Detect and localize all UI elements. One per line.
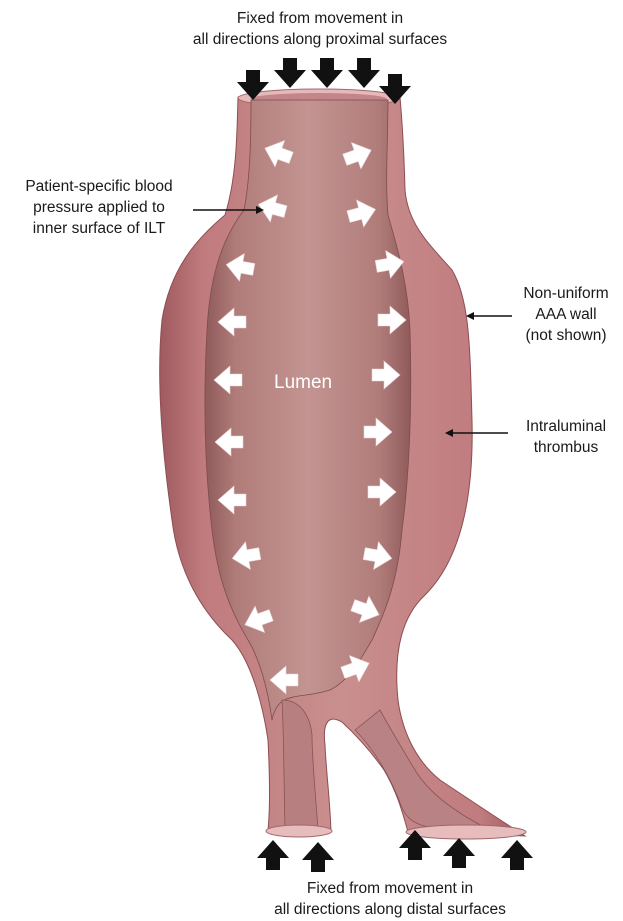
distal-label-line1: Fixed from movement in — [200, 878, 580, 899]
wall-label-line2: AAA wall — [510, 304, 622, 325]
up-arrow-icon — [501, 840, 533, 870]
thrombus-label-line2: thrombus — [510, 437, 622, 458]
thrombus-label: Intraluminal thrombus — [510, 416, 622, 458]
thrombus-label-line1: Intraluminal — [510, 416, 622, 437]
wall-label-line1: Non-uniform — [510, 283, 622, 304]
proximal-label-line2: all directions along proximal surfaces — [140, 29, 500, 50]
down-arrow-icon — [311, 58, 343, 88]
aaa-wall-label: Non-uniform AAA wall (not shown) — [510, 283, 622, 346]
up-arrow-icon — [443, 838, 475, 868]
pressure-label-line2: pressure applied to — [6, 197, 192, 218]
distal-surface-right — [406, 825, 526, 839]
up-arrow-icon — [257, 840, 289, 870]
pressure-label-line1: Patient-specific blood — [6, 176, 192, 197]
down-arrow-icon — [274, 58, 306, 88]
down-arrow-icon — [348, 58, 380, 88]
wall-label-line3: (not shown) — [510, 325, 622, 346]
distal-fixation-label: Fixed from movement in all directions al… — [200, 878, 580, 920]
distal-surface-left — [266, 825, 332, 837]
proximal-label-line1: Fixed from movement in — [140, 8, 500, 29]
pressure-label-line3: inner surface of ILT — [6, 218, 192, 239]
pressure-label: Patient-specific blood pressure applied … — [6, 176, 192, 239]
up-arrow-icon — [302, 842, 334, 872]
proximal-fixation-label: Fixed from movement in all directions al… — [140, 8, 500, 50]
distal-label-line2: all directions along distal surfaces — [200, 899, 580, 920]
lumen-label: Lumen — [274, 372, 332, 394]
